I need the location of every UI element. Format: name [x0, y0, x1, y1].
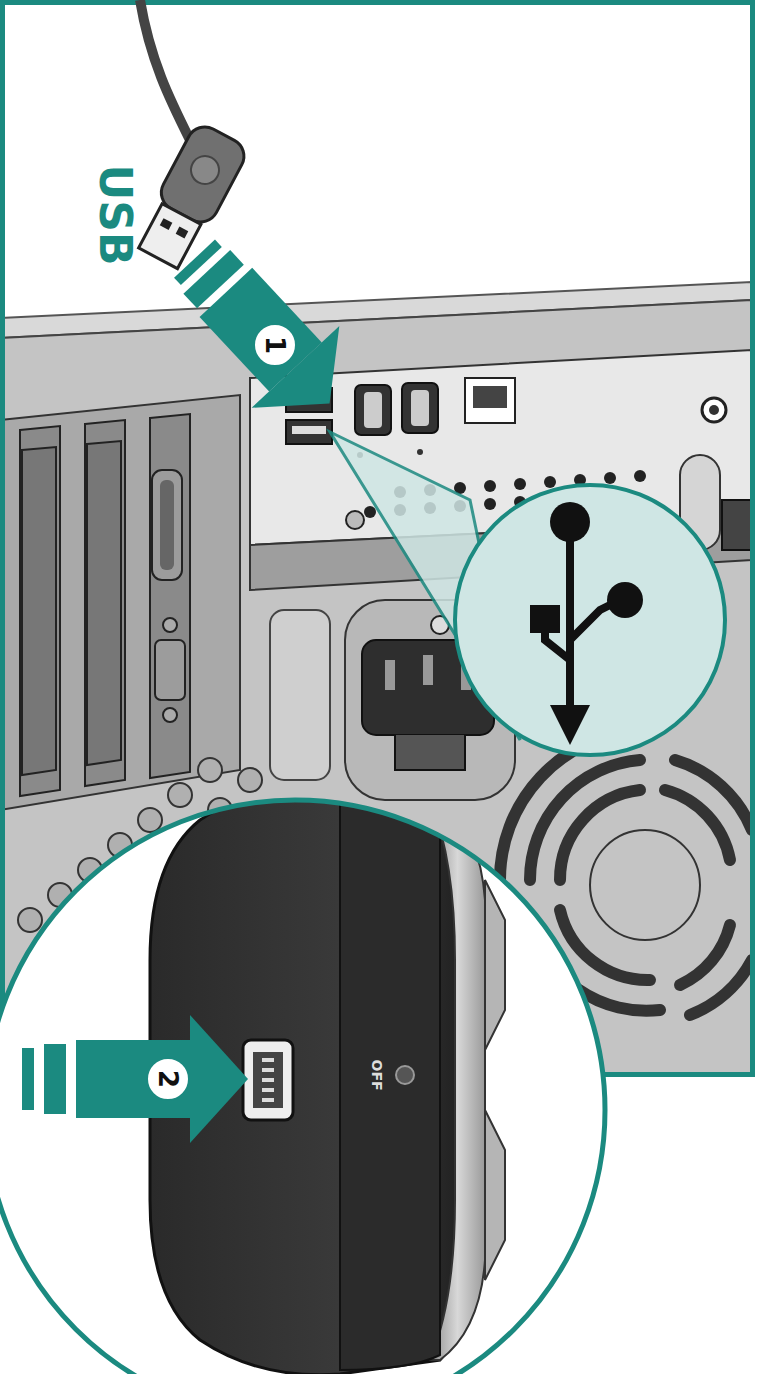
zoom-circle [0, 800, 605, 1374]
cable-label: USB [93, 165, 137, 266]
switch-label: OFF [370, 1059, 384, 1090]
callout-circle [147, 1058, 189, 1100]
insert-arrow [22, 1015, 248, 1143]
callout-number: 1 [262, 336, 288, 354]
usb-cable [132, 0, 251, 272]
magnifier-circle [455, 485, 725, 755]
insert-arrow [151, 218, 374, 445]
callout-number: 2 [155, 1070, 181, 1088]
device [150, 788, 505, 1374]
callout-circle [254, 324, 296, 366]
usb-symbol [530, 502, 643, 745]
